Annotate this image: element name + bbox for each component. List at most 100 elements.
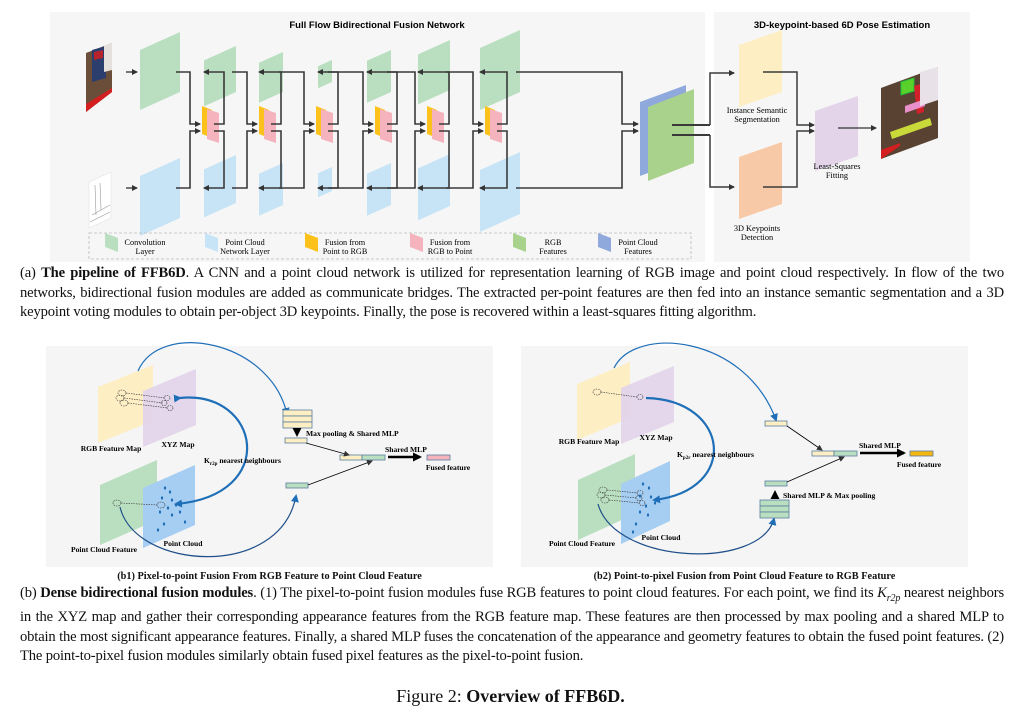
fusion-to-point-connector <box>417 130 450 191</box>
b2-point-cloud-label: Point Cloud <box>641 533 681 542</box>
figure-number: Figure 2: <box>396 686 462 706</box>
b2-maxpool-label: Shared MLP & Max pooling <box>783 491 875 500</box>
b1-rgb-feature-map <box>98 365 153 443</box>
rgb-features-legend-swatch <box>513 233 526 252</box>
rgb-to-fusion-connector <box>387 71 426 127</box>
caption-b: (b) Dense bidirectional fusion modules. … <box>20 584 1004 667</box>
point-to-fusion-connector <box>232 128 258 189</box>
point-to-fusion-connector <box>328 128 374 189</box>
network-title: Full Flow Bidirectional Fusion Network <box>289 20 465 31</box>
b1-fused-feature-label: Fused feature <box>426 463 471 472</box>
least-squares-label-1: Least-Squares <box>814 162 861 171</box>
b2-point-cloud <box>621 461 670 544</box>
caption-a: (a) The pipeline of FFB6D. A CNN and a p… <box>20 264 1004 323</box>
conv-layer-5 <box>367 50 391 103</box>
fusion-to-rgb-connector <box>479 69 508 125</box>
fusion-rgb-to-point-legend-label: RGB to Point <box>428 247 473 256</box>
instance-seg-label-1: Instance Semantic <box>727 106 788 115</box>
fusion-to-point-connector <box>366 130 398 191</box>
point-layer-3 <box>259 163 283 216</box>
least-squares-label-2: Fitting <box>826 171 848 180</box>
point-to-fusion-connector <box>387 128 426 189</box>
point-dot <box>178 510 182 514</box>
convolution-layer-legend-swatch <box>105 233 118 252</box>
point-layer-7 <box>480 152 520 232</box>
b1-fused-feature-bar <box>426 454 451 461</box>
b2-bottom-arc <box>597 503 777 555</box>
instance-seg-label-2: Segmentation <box>734 115 780 124</box>
point-dot <box>647 486 651 490</box>
point-cloud-features-legend-label: Point Cloud <box>618 238 657 247</box>
caption-a-text: . A CNN and a point cloud network is uti… <box>20 265 1005 320</box>
point-layer-2 <box>204 155 236 218</box>
caption-b-text-2: nearest neighbors in the XYZ map and gat… <box>20 585 1004 665</box>
fusion-rgb-to-point-3 <box>321 109 333 143</box>
b1-xyz-map-label: XYZ Map <box>161 440 194 449</box>
fusion-rgb-to-point-legend-label: Fusion from <box>430 238 471 247</box>
fusion-point-to-rgb-legend-label: Fusion from <box>325 238 366 247</box>
point-dot <box>170 498 174 502</box>
rgb-to-fusion-connector <box>328 71 374 127</box>
b1-rgb-concat-arrow <box>305 442 350 457</box>
fusion-to-rgb-connector <box>417 69 450 125</box>
fusion-rgb-to-point-2 <box>264 109 276 143</box>
point-cloud-network-layer-legend-label: Network Layer <box>220 247 270 256</box>
point-to-fusion-connector <box>279 128 315 189</box>
fusion-rgb-to-point-4 <box>380 109 392 143</box>
b2-xyz-map-label: XYZ Map <box>639 433 672 442</box>
least-squares-block <box>815 96 858 171</box>
b1-bottom-arc <box>119 494 299 558</box>
rgb-features-block <box>648 89 694 181</box>
seg-to-ls-arrow <box>763 71 815 128</box>
b1-knn-label: Kr2p nearest neighbours <box>204 456 281 467</box>
instance-seg-block <box>739 30 782 107</box>
point-dot <box>158 510 162 514</box>
fusion-rgb-to-point-5 <box>432 109 444 143</box>
point-dot <box>183 520 187 524</box>
fusion-to-point-connector <box>479 130 508 191</box>
fusion-rgb-to-point-1 <box>207 109 219 143</box>
point-dot <box>631 530 635 534</box>
point-layer-5 <box>367 163 391 216</box>
b1-rgb-feature-map-label: RGB Feature Map <box>81 444 142 453</box>
fusion-rgb-to-point-6 <box>490 109 502 143</box>
point-cloud-network-layer-legend-label: Point Cloud <box>225 238 264 247</box>
b1-top-arc <box>137 342 290 416</box>
fusion-point-to-rgb-legend-swatch <box>305 233 318 252</box>
point-cloud-features-legend-swatch <box>598 233 611 252</box>
rgb-to-final-connector <box>516 71 639 127</box>
b1-point-concat-arrow <box>307 459 373 486</box>
point-cloud-features-legend-label: Features <box>624 247 652 256</box>
b2-diagram <box>577 342 934 555</box>
fusion-rgb-to-point-legend-swatch <box>410 233 423 252</box>
conv-layer-1 <box>140 32 180 110</box>
rgb-to-fusion-connector <box>176 71 201 127</box>
rgb-to-fusion-connector <box>446 71 484 127</box>
keypoints-label-2: Detection <box>741 233 774 242</box>
b2-rgb-feature-map-label: RGB Feature Map <box>559 437 620 446</box>
caption-b-k-symbol: Kr2p <box>877 585 901 604</box>
figure-title: Figure 2: Overview of FFB6D. <box>0 686 1021 707</box>
fusion-to-rgb-connector <box>366 69 398 125</box>
point-dot <box>163 486 167 490</box>
point-dot <box>649 495 653 499</box>
point-dot <box>644 504 648 508</box>
legend-box <box>88 232 692 260</box>
b2-rgb-feature-map <box>577 362 630 440</box>
to-seg-arrow <box>709 70 735 125</box>
b2-point-concat-arrow <box>786 456 845 483</box>
rgb-features-legend-label: RGB <box>545 238 562 247</box>
caption-a-bold: The pipeline of FFB6D <box>41 265 186 281</box>
point-dot <box>160 496 164 500</box>
point-to-final-connector <box>516 128 639 189</box>
b1-diagram <box>98 342 451 558</box>
point-dot <box>641 482 645 486</box>
b1-point-cloud-feature-label: Point Cloud Feature <box>71 545 138 554</box>
point-dot <box>156 528 160 532</box>
convolution-layer-legend-label: Convolution <box>125 238 166 247</box>
rgb-to-fusion-connector <box>232 71 258 127</box>
b2-fused-feature-label: Fused feature <box>897 460 942 469</box>
b2-knn-label: Kp2r nearest neighbours <box>677 450 754 461</box>
b1-shared-mlp-label: Shared MLP <box>385 445 427 454</box>
